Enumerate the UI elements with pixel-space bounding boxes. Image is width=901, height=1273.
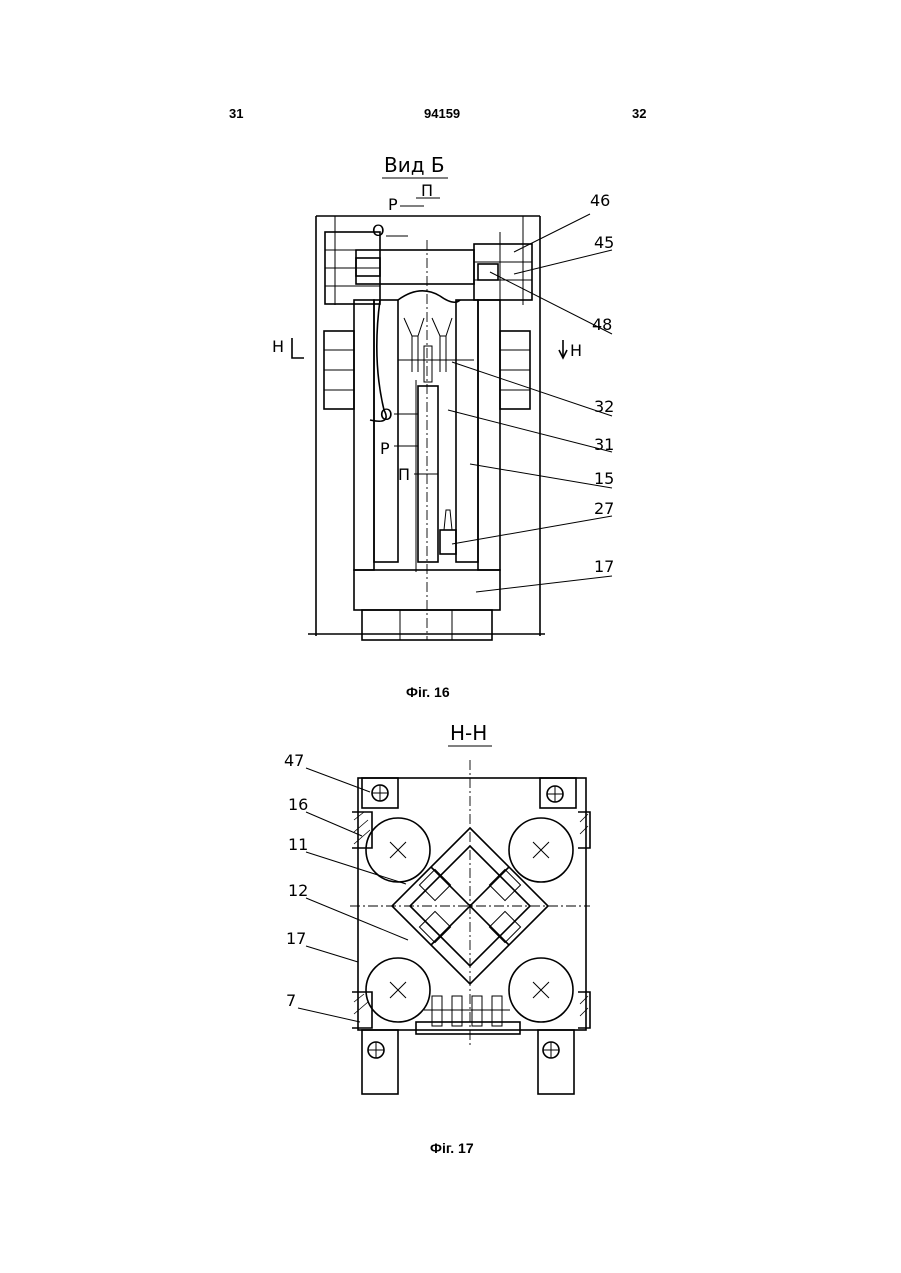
- callout-7: 7: [286, 991, 296, 1010]
- figure-16-caption: Фіг. 16: [406, 684, 450, 700]
- callout-45: 45: [594, 233, 614, 252]
- figure-17-caption: Фіг. 17: [430, 1140, 474, 1156]
- callout-48: 48: [592, 315, 612, 334]
- dim-letter-o-top: О: [372, 221, 385, 240]
- figure-16: Вид Б: [272, 153, 614, 640]
- dim-letter-p-mid: П: [398, 465, 410, 484]
- dim-letter-r-top: Р: [388, 195, 398, 214]
- section-title: Н-Н: [450, 721, 487, 745]
- callout-12: 12: [288, 881, 308, 900]
- callout-32: 32: [594, 397, 614, 416]
- figure-17: Н-Н: [284, 721, 590, 1094]
- callout-27: 27: [594, 499, 614, 518]
- callout-17-section: 17: [286, 929, 306, 948]
- callout-17: 17: [594, 557, 614, 576]
- callout-15: 15: [594, 469, 614, 488]
- callout-11: 11: [288, 835, 308, 854]
- callout-16: 16: [288, 795, 308, 814]
- dim-letter-r-mid: Р: [380, 439, 390, 458]
- section-mark-right: Н: [570, 341, 582, 360]
- dim-letter-p-top: П: [421, 181, 433, 200]
- callout-47: 47: [284, 751, 304, 770]
- callout-46: 46: [590, 191, 610, 210]
- dim-letter-o-mid: О: [380, 405, 393, 424]
- view-title: Вид Б: [384, 153, 445, 177]
- callout-31: 31: [594, 435, 614, 454]
- section-mark-left: Н: [272, 337, 284, 356]
